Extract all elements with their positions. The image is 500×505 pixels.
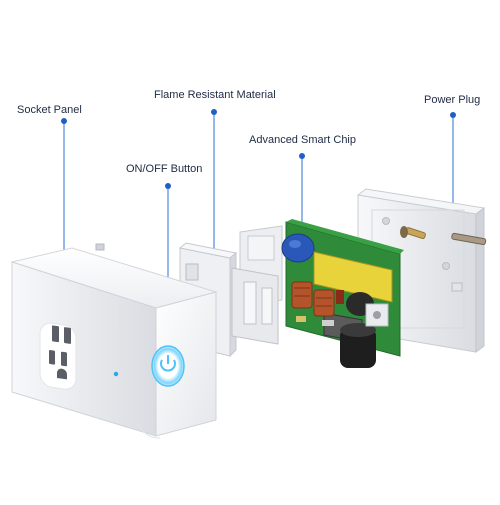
label-smart-chip: Advanced Smart Chip	[249, 134, 356, 146]
label-flame-resistant: Flame Resistant Material	[154, 89, 276, 101]
callout-dot-flame	[211, 109, 217, 115]
copper-coils	[291, 281, 335, 317]
label-on-off-button: ON/OFF Button	[126, 163, 203, 175]
callout-dot-socket	[61, 118, 67, 124]
smart-chip-board	[239, 219, 404, 368]
power-icon	[160, 355, 176, 372]
power-button[interactable]	[151, 345, 185, 387]
callout-dot-onoff	[165, 183, 171, 189]
us-outlet-icon	[39, 322, 77, 390]
label-power-plug: Power Plug	[424, 94, 481, 106]
socket-panel-housing	[10, 243, 218, 439]
label-socket-panel: Socket Panel	[17, 104, 82, 116]
callout-dot-power	[450, 112, 456, 118]
status-led	[113, 371, 119, 377]
callout-dot-chip	[299, 153, 305, 159]
plug-prongs	[400, 226, 487, 246]
